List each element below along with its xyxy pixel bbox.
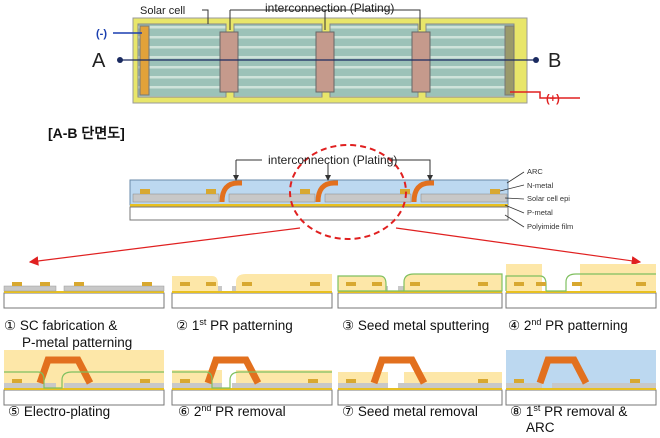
p-metal-layer xyxy=(130,204,508,207)
interconnect-3 xyxy=(411,31,431,93)
layer-label-p-metal: P-metal xyxy=(527,208,553,217)
cross-section xyxy=(28,144,642,266)
step-3-label: ③ Seed metal sputtering xyxy=(342,318,489,333)
positive-lead xyxy=(510,91,580,99)
step-4-label: ④ 2nd PR patterning xyxy=(508,317,628,333)
step-8-label: ⑧ 1st PR removal & xyxy=(510,403,627,419)
solar-cell-label: Solar cell xyxy=(140,5,185,17)
zoom-circle xyxy=(289,144,407,240)
step-7-label: ⑦ Seed metal removal xyxy=(342,404,478,419)
step-8-diagram xyxy=(505,350,657,406)
step-7-diagram xyxy=(337,350,503,406)
plating-3 xyxy=(411,180,434,203)
layer-label-epi: Solar cell epi xyxy=(527,194,570,203)
layer-label-polyimide: Polyimide film xyxy=(527,222,573,231)
polyimide-film xyxy=(129,206,509,221)
layer-label-n-metal: N-metal xyxy=(527,181,554,190)
zoom-arrow-right xyxy=(395,227,642,266)
step-6-diagram xyxy=(171,350,333,406)
step-1-label: ① SC fabrication & xyxy=(4,318,117,333)
layer-label-arc: ARC xyxy=(527,167,543,176)
step-8-label-line2: ARC xyxy=(526,420,555,435)
step-3-diagram xyxy=(337,272,503,314)
plating-2 xyxy=(315,180,338,203)
interconnection-label-top: interconnection (Plating) xyxy=(265,1,394,15)
negative-terminal-label: (-) xyxy=(96,28,107,40)
point-a-label: A xyxy=(92,50,106,72)
section-title: [A-B 단면도] xyxy=(48,125,125,141)
step-6-label: ⑥ 2nd PR removal xyxy=(178,403,286,419)
step-2-diagram xyxy=(171,272,333,314)
step-5-diagram xyxy=(3,350,165,406)
point-b-label: B xyxy=(548,50,561,72)
interconnect-1 xyxy=(219,31,239,93)
interconnection-label-cross: interconnection (Plating) xyxy=(268,153,397,167)
top-view-module xyxy=(113,9,580,104)
interconnect-2 xyxy=(315,31,335,93)
step-5-label: ⑤ Electro-plating xyxy=(8,404,110,419)
plating-1 xyxy=(219,180,242,203)
step-1-label-line2: P-metal patterning xyxy=(22,335,132,350)
positive-terminal-label: (+) xyxy=(546,93,560,105)
step-2-label: ② 1st PR patterning xyxy=(176,317,293,333)
step-4-diagram xyxy=(505,264,657,314)
step-1-diagram xyxy=(3,272,165,314)
zoom-arrow-left xyxy=(28,227,301,266)
